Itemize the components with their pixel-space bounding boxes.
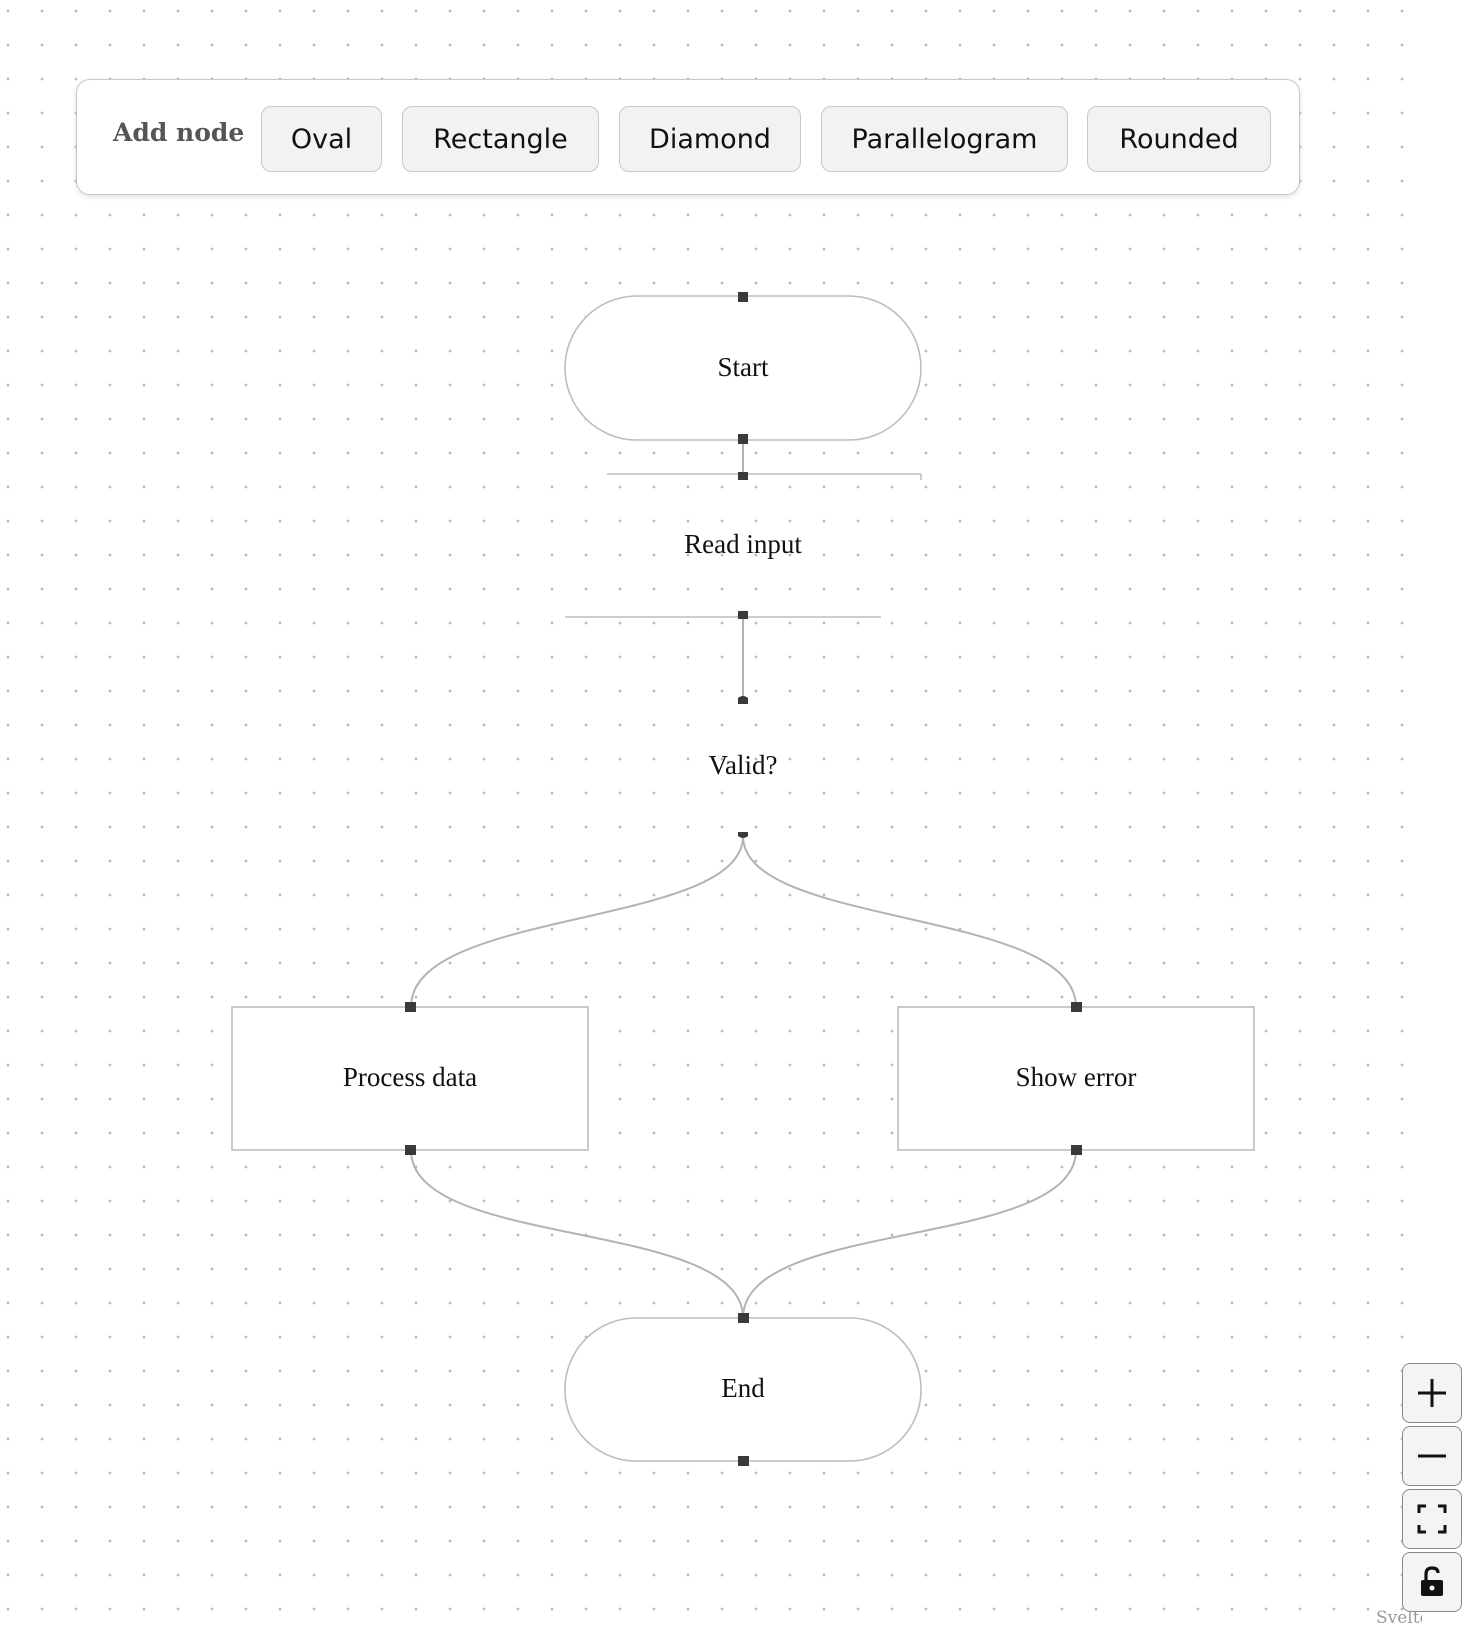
add-node-toolbar: Add node Oval Rectangle Diamond Parallel… [76, 79, 1300, 195]
fit-view-button[interactable] [1402, 1489, 1462, 1549]
node-show-error-label: Show error [1016, 1062, 1137, 1092]
edge-valid-show-error[interactable] [742, 835, 1077, 1008]
handle-process-data-top[interactable] [405, 1002, 416, 1012]
minus-icon [1418, 1454, 1446, 1458]
add-rounded-button[interactable]: Rounded [1087, 106, 1271, 172]
handle-end-bottom[interactable] [738, 1456, 749, 1466]
add-oval-button[interactable]: Oval [261, 106, 382, 172]
node-read-input[interactable]: Read input [565, 472, 922, 619]
add-rectangle-button[interactable]: Rectangle [402, 106, 599, 172]
handle-start-top[interactable] [738, 292, 748, 302]
lock-button[interactable] [1402, 1552, 1462, 1612]
node-valid[interactable]: Valid? [709, 696, 778, 838]
handle-process-data-bottom[interactable] [405, 1145, 416, 1155]
node-start[interactable]: Start [564, 292, 922, 444]
handle-start-bottom[interactable] [738, 434, 748, 444]
handle-valid-top[interactable] [738, 696, 748, 704]
flow-controls [1402, 1363, 1462, 1615]
node-end-label: End [721, 1373, 765, 1403]
flow-canvas[interactable]: Start Read input Valid? Process data [0, 0, 1422, 1628]
handle-show-error-bottom[interactable] [1071, 1145, 1082, 1155]
add-diamond-button[interactable]: Diamond [619, 106, 801, 172]
edge-process-data-end[interactable] [410, 1149, 744, 1319]
handle-end-top[interactable] [738, 1313, 749, 1323]
handle-valid-bottom[interactable] [738, 832, 748, 838]
flow-diagram: Start Read input Valid? Process data [231, 292, 1255, 1466]
edge-valid-process-data[interactable] [410, 835, 744, 1008]
node-end[interactable]: End [564, 1313, 922, 1466]
attribution-link[interactable]: Svelte Fl [1376, 1608, 1422, 1628]
fit-view-icon [1417, 1504, 1447, 1534]
page-edge [1422, 0, 1476, 1628]
handle-show-error-top[interactable] [1071, 1002, 1082, 1012]
node-process-data[interactable]: Process data [231, 1002, 589, 1155]
toolbar-title: Add node [113, 118, 245, 147]
unlock-icon [1421, 1566, 1443, 1596]
node-start-label: Start [718, 352, 769, 382]
add-parallelogram-button[interactable]: Parallelogram [821, 106, 1068, 172]
zoom-in-button[interactable] [1402, 1363, 1462, 1423]
plus-icon [1418, 1379, 1446, 1407]
zoom-out-button[interactable] [1402, 1426, 1462, 1486]
handle-read-input-top[interactable] [738, 472, 748, 480]
handle-read-input-bottom[interactable] [738, 611, 748, 619]
node-valid-label: Valid? [709, 750, 778, 780]
node-show-error[interactable]: Show error [897, 1002, 1255, 1155]
edge-show-error-end[interactable] [742, 1149, 1077, 1319]
node-read-input-label: Read input [684, 529, 802, 559]
node-process-data-label: Process data [343, 1062, 477, 1092]
